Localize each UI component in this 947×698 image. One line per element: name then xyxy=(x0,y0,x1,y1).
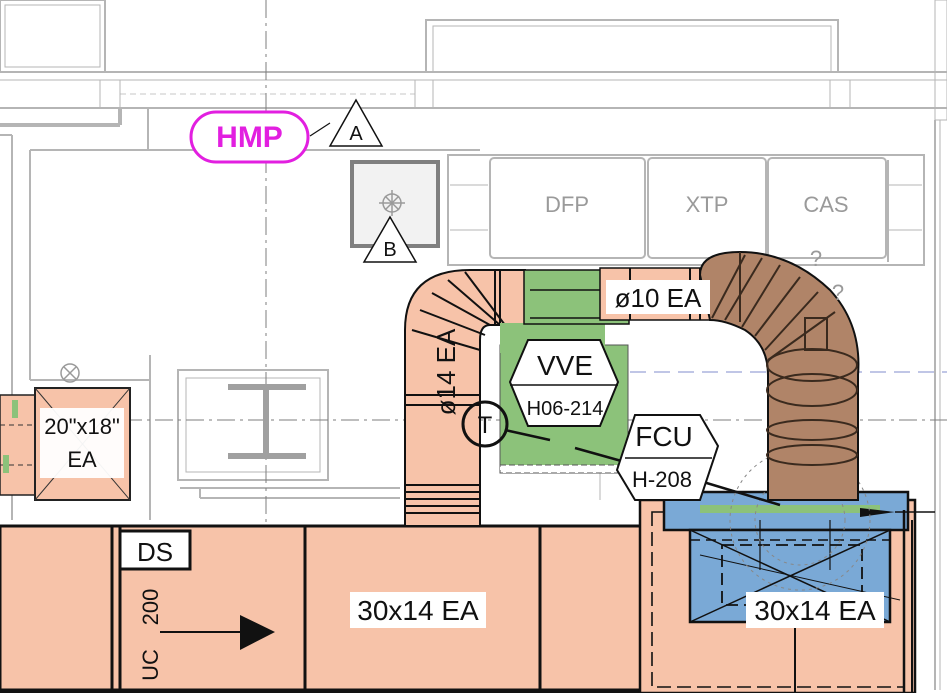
brown-elbow[interactable] xyxy=(698,250,860,501)
vve-id-label: H06-214 xyxy=(527,398,604,420)
query-mark-2: ? xyxy=(832,280,844,305)
vve-tag[interactable] xyxy=(508,339,620,427)
airflow-arrow xyxy=(160,615,275,650)
cas-label: CAS xyxy=(803,192,848,217)
label-bg-box20 xyxy=(40,408,124,478)
box20-type-label: EA xyxy=(67,447,97,472)
label-bg-main-right xyxy=(746,592,884,628)
main-duct-label-right: 30x14 EA xyxy=(754,595,876,626)
uc-label: UC xyxy=(138,649,163,681)
damper-symbol-left xyxy=(60,363,80,383)
section-marker-b[interactable] xyxy=(362,215,418,263)
round-duct-14[interactable] xyxy=(404,269,526,527)
d14-label: ø14 EA xyxy=(431,328,461,415)
uc-value-label: 200 xyxy=(138,589,163,626)
hmp-tag[interactable] xyxy=(189,110,310,164)
box20-label: 20"x18" xyxy=(44,414,120,439)
thermostat-label: T xyxy=(478,412,493,439)
section-b-label: B xyxy=(383,239,396,261)
fcu-name-label: FCU xyxy=(635,421,693,452)
section-a-label: A xyxy=(349,123,363,145)
xtp-label: XTP xyxy=(686,192,729,217)
dfp-label: DFP xyxy=(545,192,589,217)
fcu-tag[interactable] xyxy=(615,414,720,501)
hmp-label: HMP xyxy=(216,121,283,154)
vve-name-label: VVE xyxy=(537,350,593,381)
label-bg-d10 xyxy=(606,280,710,314)
main-duct[interactable] xyxy=(0,524,667,695)
label-bg-main-left xyxy=(350,592,486,628)
thermostat-symbol[interactable] xyxy=(461,400,509,448)
beam-symbol xyxy=(228,384,306,459)
section-marker-a[interactable] xyxy=(328,98,384,147)
query-mark-1: ? xyxy=(810,246,822,271)
fcu-id-label: H-208 xyxy=(632,467,692,492)
main-duct-label-left: 30x14 EA xyxy=(357,595,479,626)
d10-label: ø10 EA xyxy=(615,283,702,313)
damper-symbol xyxy=(379,190,405,216)
ds-label: DS xyxy=(137,537,173,567)
ds-tag[interactable] xyxy=(118,529,192,571)
